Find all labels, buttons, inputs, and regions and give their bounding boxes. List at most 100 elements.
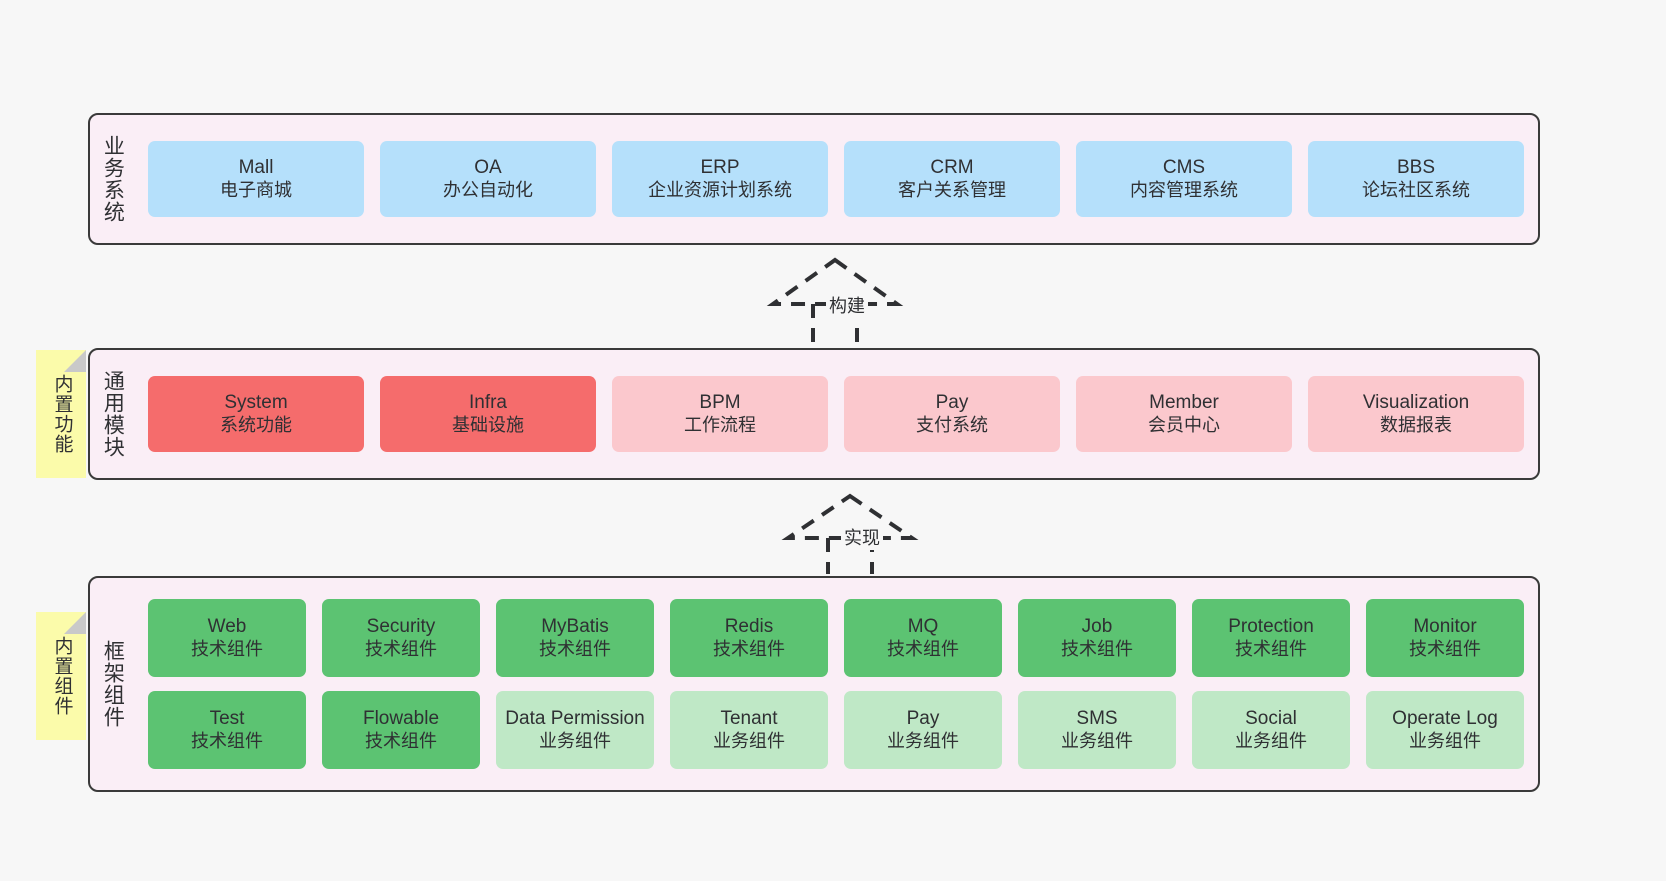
node-title: Pay: [935, 392, 969, 414]
node-redis[interactable]: Redis 技术组件: [670, 599, 828, 677]
node-title: MyBatis: [541, 616, 609, 638]
node-subtitle: 业务组件: [1409, 730, 1481, 751]
sticky-note-builtin-features: 内置功能: [36, 350, 86, 478]
node-subtitle: 客户关系管理: [898, 179, 1006, 200]
node-mq[interactable]: MQ 技术组件: [844, 599, 1002, 677]
node-subtitle: 技术组件: [1235, 638, 1307, 659]
node-title: Visualization: [1362, 392, 1470, 414]
node-cms[interactable]: CMS 内容管理系统: [1076, 141, 1292, 217]
node-row: Mall 电子商城 OA 办公自动化 ERP 企业资源计划系统 CRM 客户关系…: [148, 141, 1524, 217]
node-subtitle: 技术组件: [713, 638, 785, 659]
node-tenant[interactable]: Tenant 业务组件: [670, 691, 828, 769]
node-subtitle: 业务组件: [1235, 730, 1307, 751]
node-protection[interactable]: Protection 技术组件: [1192, 599, 1350, 677]
node-title: Web: [207, 616, 247, 638]
node-title: BPM: [699, 392, 741, 414]
layer-body-business-systems: Mall 电子商城 OA 办公自动化 ERP 企业资源计划系统 CRM 客户关系…: [134, 115, 1538, 243]
layer-label-framework-components: 框架组件: [101, 640, 125, 728]
node-subtitle: 技术组件: [1061, 638, 1133, 659]
node-title: Security: [366, 616, 436, 638]
node-subtitle: 内容管理系统: [1130, 179, 1238, 200]
node-subtitle: 技术组件: [365, 638, 437, 659]
node-title: Job: [1081, 616, 1113, 638]
node-title: Mall: [238, 157, 274, 179]
node-test[interactable]: Test 技术组件: [148, 691, 306, 769]
node-title: MQ: [907, 616, 939, 638]
node-erp[interactable]: ERP 企业资源计划系统: [612, 141, 828, 217]
layer-body-framework-components: Web 技术组件 Security 技术组件 MyBatis 技术组件 Redi…: [134, 578, 1538, 790]
sticky-note-builtin-components: 内置组件: [36, 612, 86, 740]
node-title: Flowable: [362, 708, 440, 730]
node-crm[interactable]: CRM 客户关系管理: [844, 141, 1060, 217]
node-subtitle: 支付系统: [916, 414, 988, 435]
node-row: System 系统功能 Infra 基础设施 BPM 工作流程 Pay 支付系统…: [148, 376, 1524, 452]
node-subtitle: 电子商城: [220, 179, 292, 200]
node-subtitle: 业务组件: [539, 730, 611, 751]
node-title: Pay: [906, 708, 940, 730]
node-title: ERP: [700, 157, 740, 179]
node-row: Test 技术组件 Flowable 技术组件 Data Permission …: [148, 691, 1524, 769]
node-title: Infra: [468, 392, 508, 414]
node-subtitle: 技术组件: [887, 638, 959, 659]
node-title: Tenant: [720, 708, 778, 730]
node-subtitle: 企业资源计划系统: [648, 179, 792, 200]
node-row: Web 技术组件 Security 技术组件 MyBatis 技术组件 Redi…: [148, 599, 1524, 677]
layer-business-systems: 业务系统 Mall 电子商城 OA 办公自动化 ERP 企业资源计划系统 CRM…: [88, 113, 1540, 245]
node-subtitle: 技术组件: [539, 638, 611, 659]
node-title: Member: [1149, 392, 1219, 414]
node-mybatis[interactable]: MyBatis 技术组件: [496, 599, 654, 677]
node-mall[interactable]: Mall 电子商城: [148, 141, 364, 217]
node-title: Operate Log: [1392, 708, 1498, 730]
node-title: Protection: [1228, 616, 1314, 638]
node-pay[interactable]: Pay 支付系统: [844, 376, 1060, 452]
node-member[interactable]: Member 会员中心: [1076, 376, 1292, 452]
node-title: Test: [209, 708, 245, 730]
node-title: CMS: [1162, 157, 1206, 179]
node-subtitle: 工作流程: [684, 414, 756, 435]
layer-label-common-modules: 通用模块: [101, 370, 125, 458]
node-subtitle: 业务组件: [1061, 730, 1133, 751]
node-infra[interactable]: Infra 基础设施: [380, 376, 596, 452]
node-sms[interactable]: SMS 业务组件: [1018, 691, 1176, 769]
node-system[interactable]: System 系统功能: [148, 376, 364, 452]
node-subtitle: 基础设施: [452, 414, 524, 435]
node-subtitle: 办公自动化: [443, 179, 533, 200]
sticky-note-label: 内置组件: [51, 636, 73, 716]
node-subtitle: 业务组件: [887, 730, 959, 751]
connector-implement-label: 实现: [841, 524, 883, 550]
node-subtitle: 业务组件: [713, 730, 785, 751]
node-pay-business[interactable]: Pay 业务组件: [844, 691, 1002, 769]
node-bbs[interactable]: BBS 论坛社区系统: [1308, 141, 1524, 217]
node-subtitle: 技术组件: [191, 730, 263, 751]
node-title: Social: [1245, 708, 1297, 730]
node-subtitle: 技术组件: [365, 730, 437, 751]
node-visualization[interactable]: Visualization 数据报表: [1308, 376, 1524, 452]
node-job[interactable]: Job 技术组件: [1018, 599, 1176, 677]
layer-body-common-modules: System 系统功能 Infra 基础设施 BPM 工作流程 Pay 支付系统…: [134, 350, 1538, 478]
node-monitor[interactable]: Monitor 技术组件: [1366, 599, 1524, 677]
node-title: CRM: [930, 157, 974, 179]
node-title: Data Permission: [505, 708, 645, 730]
node-title: Monitor: [1413, 616, 1477, 638]
node-flowable[interactable]: Flowable 技术组件: [322, 691, 480, 769]
node-subtitle: 论坛社区系统: [1362, 179, 1470, 200]
connector-implement: 实现: [775, 493, 925, 574]
node-web[interactable]: Web 技术组件: [148, 599, 306, 677]
node-social[interactable]: Social 业务组件: [1192, 691, 1350, 769]
node-title: BBS: [1396, 157, 1436, 179]
node-operate-log[interactable]: Operate Log 业务组件: [1366, 691, 1524, 769]
sticky-note-label: 内置功能: [51, 374, 73, 454]
node-title: SMS: [1076, 708, 1118, 730]
node-subtitle: 技术组件: [191, 638, 263, 659]
node-oa[interactable]: OA 办公自动化: [380, 141, 596, 217]
node-bpm[interactable]: BPM 工作流程: [612, 376, 828, 452]
node-subtitle: 系统功能: [220, 414, 292, 435]
connector-build-label: 构建: [826, 292, 868, 318]
node-data-permission[interactable]: Data Permission 业务组件: [496, 691, 654, 769]
node-subtitle: 技术组件: [1409, 638, 1481, 659]
node-security[interactable]: Security 技术组件: [322, 599, 480, 677]
node-subtitle: 会员中心: [1148, 414, 1220, 435]
layer-label-business-systems: 业务系统: [101, 135, 125, 223]
node-title: Redis: [724, 616, 774, 638]
node-title: OA: [474, 157, 502, 179]
